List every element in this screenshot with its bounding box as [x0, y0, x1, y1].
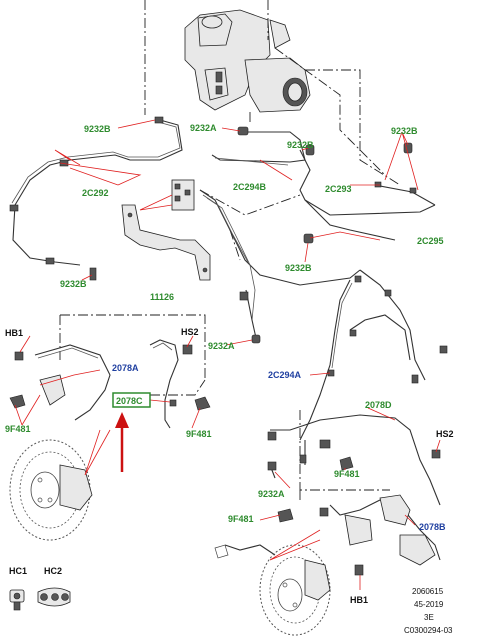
- label-9232b-low-left: 9232B: [60, 279, 87, 289]
- label-hc2: HC2: [44, 566, 62, 576]
- routing-lines: [59, 0, 401, 500]
- ref-line-2: 45-2019: [414, 600, 444, 609]
- label-11126: 11126: [150, 292, 174, 302]
- pointer-arrow: [115, 412, 129, 472]
- label-2078d: 2078D: [365, 400, 392, 410]
- label-hs2-right: HS2: [436, 429, 454, 439]
- bracket-11126: [121, 204, 211, 281]
- ref-line-3: 3E: [424, 613, 434, 622]
- label-9f481-mid: 9F481: [186, 429, 212, 439]
- label-2c295: 2C295: [417, 236, 444, 246]
- ref-line-4: C0300294-03: [404, 626, 453, 635]
- hose-clip-hc2: [37, 587, 71, 607]
- label-2c292: 2C292: [82, 188, 109, 198]
- label-2c293: 2C293: [325, 184, 352, 194]
- label-9232a-top: 9232A: [190, 123, 217, 133]
- label-2c294b: 2C294B: [233, 182, 267, 192]
- label-9232b-low: 9232B: [285, 263, 312, 273]
- highlight-box-2078c: [112, 392, 151, 408]
- label-hb1-left: HB1: [5, 328, 23, 338]
- label-9232b-mid: 9232B: [287, 140, 314, 150]
- label-9232a-mid: 9232A: [208, 341, 235, 351]
- ref-line-1: 2060615: [412, 587, 444, 596]
- label-9f481-low: 9F481: [228, 514, 254, 524]
- abs-modulator: [184, 9, 311, 113]
- part-labels: HB1 HS2 9232B 9232A 9232B 9232B 2C292 2C…: [5, 123, 454, 605]
- label-9232a-low: 9232A: [258, 489, 285, 499]
- label-hs2-left: HS2: [181, 327, 199, 337]
- right-brake-disc: [214, 544, 331, 636]
- label-2078c: 2078C: [116, 396, 143, 406]
- label-9232b-top-left: 9232B: [84, 124, 111, 134]
- label-hb1-right: HB1: [350, 595, 368, 605]
- label-9f481-right: 9F481: [334, 469, 360, 479]
- junction-block: [171, 179, 195, 211]
- label-2078b: 2078B: [419, 522, 446, 532]
- reference-codes: 2060615 45-2019 3E C0300294-03: [404, 587, 453, 635]
- label-hc1: HC1: [9, 566, 27, 576]
- hose-clip-hc1: [9, 589, 25, 611]
- label-9f481-left: 9F481: [5, 424, 31, 434]
- leader-lines: [14, 119, 441, 590]
- label-2c294a: 2C294A: [268, 370, 302, 380]
- fittings: [9, 116, 448, 576]
- label-2078a: 2078A: [112, 363, 139, 373]
- label-9232b-right: 9232B: [391, 126, 418, 136]
- left-brake-disc: [9, 439, 93, 541]
